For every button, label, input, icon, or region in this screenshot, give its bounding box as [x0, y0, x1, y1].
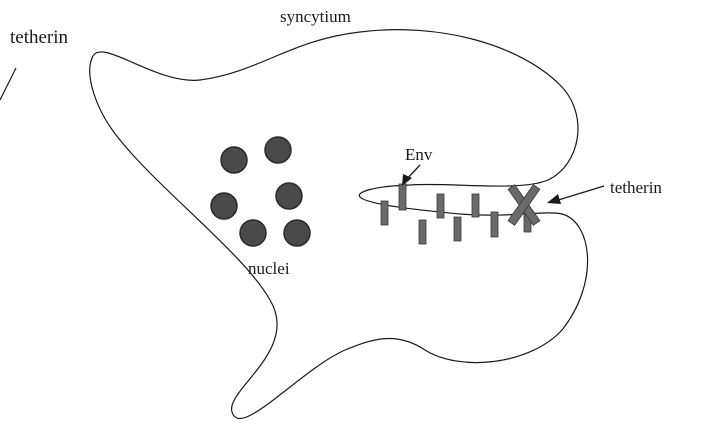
label-syncytium: syncytium [280, 7, 351, 26]
env-spike [381, 201, 388, 225]
nucleus [211, 193, 237, 219]
label-tetherin-right: tetherin [610, 178, 662, 197]
nucleus [276, 183, 302, 209]
label-nuclei: nuclei [248, 259, 290, 278]
label-env: Env [405, 145, 433, 164]
nuclei-group [211, 137, 310, 246]
nucleus [240, 220, 266, 246]
nucleus [265, 137, 291, 163]
env-pointer [402, 165, 420, 186]
nucleus [284, 220, 310, 246]
env-spike [399, 184, 406, 210]
tetherin-pointer [547, 186, 604, 204]
env-spike [437, 194, 444, 218]
left-fragment-line [0, 68, 16, 100]
nucleus [221, 147, 247, 173]
env-spike [419, 220, 426, 244]
env-spike [472, 194, 479, 217]
env-spike [491, 212, 498, 237]
label-tetherin-left: tetherin [10, 27, 69, 48]
env-spike [454, 217, 461, 241]
